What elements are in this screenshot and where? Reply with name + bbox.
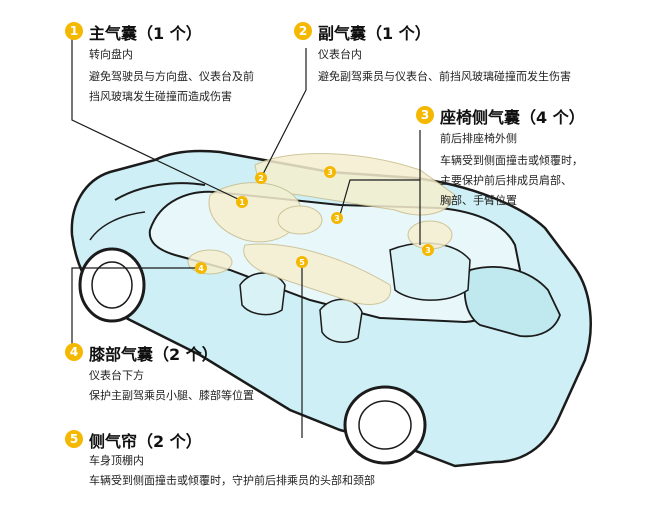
callout-number-1: 1 <box>65 22 83 40</box>
side-airbag-front <box>277 205 323 235</box>
svg-text:3: 3 <box>334 214 340 223</box>
callout-number-5: 5 <box>65 430 83 448</box>
svg-text:5: 5 <box>299 258 305 267</box>
svg-text:1: 1 <box>239 198 245 207</box>
callout-title-3: 座椅侧气囊（4 个） <box>440 108 585 127</box>
callout-number-4: 4 <box>65 343 83 361</box>
leader-line-1 <box>71 38 241 201</box>
callout-line-5-1: 车身顶棚内 <box>89 454 144 467</box>
marker-1: 1 <box>236 196 248 208</box>
svg-text:3: 3 <box>327 168 333 177</box>
marker-3a: 3 <box>324 166 336 178</box>
callout-line-2-2: 避免副驾乘员与仪表台、前挡风玻璃碰撞而发生伤害 <box>318 70 571 83</box>
callout-line-3-4: 胸部、手臂位置 <box>440 194 517 207</box>
marker-4: 4 <box>195 262 207 274</box>
marker-5: 5 <box>296 256 308 268</box>
hood-line <box>89 211 146 241</box>
front-seat-left <box>239 272 286 316</box>
marker-2: 2 <box>255 172 267 184</box>
leader-line-4 <box>71 267 200 350</box>
callout-line-2-1: 仪表台内 <box>318 48 362 61</box>
callout-number-3: 3 <box>416 106 434 124</box>
passenger-curtain-airbag <box>243 243 392 305</box>
callout-title-2: 副气囊（1 个） <box>318 24 431 43</box>
windshield-line <box>114 182 206 201</box>
leader-line-3b <box>339 179 420 216</box>
svg-text:4: 4 <box>198 264 204 273</box>
callout-title-1: 主气囊（1 个） <box>89 24 202 43</box>
callout-line-5-2: 车辆受到侧面撞击或倾覆时，守护前后排乘员的头部和颈部 <box>89 474 375 487</box>
callout-line-1-2: 避免驾驶员与方向盘、仪表台及前 <box>89 70 254 83</box>
callout-line-1-1: 转向盘内 <box>89 48 133 61</box>
callout-line-3-3: 主要保护前后排成员肩部、 <box>440 174 572 187</box>
leader-line-2 <box>259 48 307 181</box>
trunk-area <box>463 266 561 338</box>
callout-line-4-1: 仪表台下方 <box>89 369 144 382</box>
callout-line-3-2: 车辆受到侧面撞击或倾覆时， <box>440 154 583 167</box>
callout-number-2: 2 <box>294 22 312 40</box>
marker-3b: 3 <box>331 212 343 224</box>
callout-title-4: 膝部气囊（2 个） <box>89 345 218 364</box>
knee-airbag <box>187 249 233 275</box>
callout-line-4-2: 保护主副驾乘员小腿、膝部等位置 <box>89 389 254 402</box>
callout-line-3-1: 前后排座椅外侧 <box>440 132 517 145</box>
rear-wheel <box>343 385 427 465</box>
front-seat-right <box>319 298 363 344</box>
callout-line-1-3: 挡风玻璃发生碰撞而造成伤害 <box>89 90 232 103</box>
callout-title-5: 侧气帘（2 个） <box>89 432 202 451</box>
marker-3c: 3 <box>422 244 434 256</box>
svg-text:2: 2 <box>258 174 264 183</box>
svg-text:3: 3 <box>425 246 431 255</box>
front-wheel <box>78 247 146 323</box>
